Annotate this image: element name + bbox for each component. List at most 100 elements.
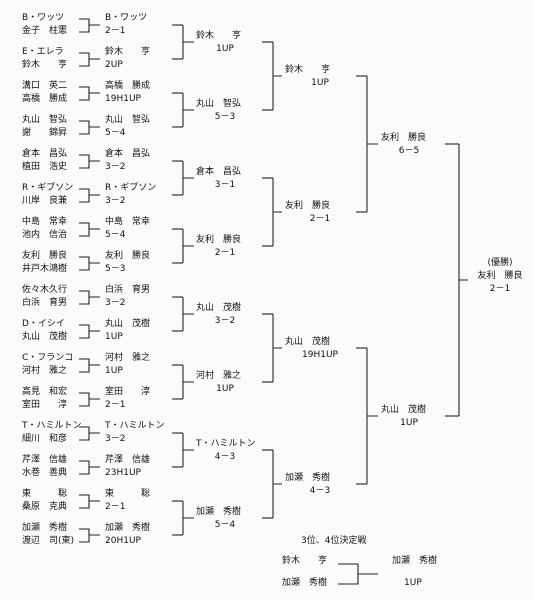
match-bracket bbox=[79, 392, 100, 407]
player-name: 丸山 茂樹 bbox=[22, 332, 68, 342]
round1-score: 3－2 bbox=[105, 196, 126, 206]
player-name: 鈴木 亨 bbox=[22, 60, 68, 70]
third-place-score: 1UP bbox=[404, 578, 422, 588]
round1-score: 2－1 bbox=[105, 26, 126, 36]
third-place-player-a: 鈴木 亨 bbox=[282, 556, 328, 566]
third-place-bracket bbox=[338, 563, 378, 585]
match-bracket bbox=[79, 222, 100, 237]
round2-score: 1UP bbox=[216, 44, 234, 54]
round1-bracket bbox=[182, 25, 194, 59]
match-bracket bbox=[79, 528, 100, 543]
round1-score: 5－4 bbox=[105, 230, 126, 240]
player-name: 河村 雅之 bbox=[22, 366, 68, 376]
match-bracket bbox=[79, 18, 100, 33]
round1-score: 3－2 bbox=[105, 162, 126, 172]
round3-winner: 丸山 茂樹 bbox=[285, 337, 331, 347]
round2-winner: 丸山 茂樹 bbox=[196, 303, 242, 313]
round2-winner: 河村 雅之 bbox=[196, 371, 242, 381]
player-name: 金子 柱憲 bbox=[22, 26, 68, 36]
player-name: R・ギブソン bbox=[22, 183, 74, 193]
round1-score: 2－1 bbox=[105, 502, 126, 512]
round2-score: 5－4 bbox=[214, 520, 236, 530]
match-bracket bbox=[79, 120, 100, 135]
round2-score: 4－3 bbox=[214, 452, 236, 462]
round2-winner: 友利 勝良 bbox=[196, 235, 242, 245]
round1-bracket bbox=[182, 501, 194, 535]
champion-label: (優勝) bbox=[487, 258, 513, 268]
player-name: 細川 和彦 bbox=[22, 434, 68, 444]
round3-score: 1UP bbox=[311, 78, 329, 88]
player-name: 室田 淳 bbox=[22, 400, 68, 410]
round1-score: 3－2 bbox=[105, 298, 126, 308]
match-bracket bbox=[79, 324, 100, 339]
round2-score: 5－3 bbox=[214, 112, 236, 122]
player-name: T・ハミルトン bbox=[22, 421, 82, 431]
match-bracket bbox=[79, 494, 100, 509]
match-bracket bbox=[79, 426, 100, 441]
third-place-player-b: 加瀬 秀樹 bbox=[282, 578, 328, 588]
player-name: E・エレラ bbox=[22, 47, 64, 57]
player-name: 謝 錦昇 bbox=[22, 128, 68, 138]
player-name: 溝口 英二 bbox=[22, 81, 68, 91]
round2-winner: 加瀬 秀樹 bbox=[196, 507, 242, 517]
player-name: 東 聡 bbox=[22, 489, 68, 499]
round2-bracket bbox=[272, 178, 282, 246]
player-name: 桑原 克典 bbox=[22, 502, 68, 512]
round1-bracket bbox=[182, 161, 194, 195]
round1-winner: 芹澤 信雄 bbox=[105, 455, 151, 465]
round1-winner: 倉本 昌弘 bbox=[105, 149, 151, 159]
round1-bracket bbox=[182, 229, 194, 263]
round1-score: 2－1 bbox=[105, 400, 126, 410]
round1-bracket bbox=[182, 93, 194, 127]
player-name: 芹澤 信雄 bbox=[22, 455, 68, 465]
round3-score: 19H1UP bbox=[302, 350, 338, 360]
player-name: 池内 信治 bbox=[22, 230, 68, 240]
round1-winner: 丸山 茂樹 bbox=[105, 319, 151, 329]
round1-score: 1UP bbox=[105, 332, 123, 342]
third-place-winner: 加瀬 秀樹 bbox=[392, 556, 438, 566]
round3-winner: 鈴木 亨 bbox=[285, 65, 331, 75]
round2-bracket bbox=[272, 450, 282, 518]
round1-bracket bbox=[182, 297, 194, 331]
player-name: 高見 和宏 bbox=[22, 387, 68, 397]
champion-score: 2－1 bbox=[489, 284, 511, 294]
round2-score: 3－1 bbox=[214, 180, 236, 190]
round1-score: 5－4 bbox=[105, 128, 126, 138]
player-name: 佐々木久行 bbox=[22, 285, 68, 295]
round2-winner: T・ハミルトン bbox=[196, 439, 256, 449]
match-bracket bbox=[79, 290, 100, 305]
round3-score: 4－3 bbox=[309, 486, 331, 496]
match-bracket bbox=[79, 86, 100, 101]
round1-score: 1UP bbox=[105, 366, 123, 376]
player-name: 井戸木鴻樹 bbox=[22, 264, 68, 274]
player-name: 川岸 良兼 bbox=[22, 196, 68, 206]
round3-winner: 加瀬 秀樹 bbox=[285, 473, 331, 483]
round2-winner: 丸山 智弘 bbox=[196, 99, 242, 109]
round2-bracket bbox=[272, 42, 282, 110]
round1-winner: 河村 雅之 bbox=[105, 353, 151, 363]
round1-winner: 中島 常幸 bbox=[105, 217, 151, 227]
round3-score: 2－1 bbox=[309, 214, 331, 224]
round4-winner: 丸山 茂樹 bbox=[381, 405, 427, 415]
round1-winner: 室田 淳 bbox=[105, 387, 151, 397]
round2-winner: 鈴木 亨 bbox=[196, 31, 242, 41]
round1-score: 5－3 bbox=[105, 264, 126, 274]
player-name: 丸山 智弘 bbox=[22, 115, 68, 125]
player-name: 加瀬 秀樹 bbox=[22, 523, 68, 533]
round1-score: 3－2 bbox=[105, 434, 126, 444]
round1-winner: R・ギブソン bbox=[105, 183, 157, 193]
match-bracket bbox=[79, 460, 100, 475]
round1-winner: T・ハミルトン bbox=[105, 421, 165, 431]
player-name: D・イシイ bbox=[22, 319, 65, 329]
player-name: 中島 常幸 bbox=[22, 217, 68, 227]
round1-bracket bbox=[182, 433, 194, 467]
player-name: 友利 勝良 bbox=[22, 251, 68, 261]
player-name: C・フランコ bbox=[22, 353, 74, 363]
round2-score: 3－2 bbox=[214, 316, 236, 326]
final-bracket bbox=[458, 144, 468, 416]
round1-score: 2UP bbox=[105, 60, 123, 70]
round1-winner: 加瀬 秀樹 bbox=[105, 523, 151, 533]
round4-winner: 友利 勝良 bbox=[381, 133, 427, 143]
round1-winner: 友利 勝良 bbox=[105, 251, 151, 261]
